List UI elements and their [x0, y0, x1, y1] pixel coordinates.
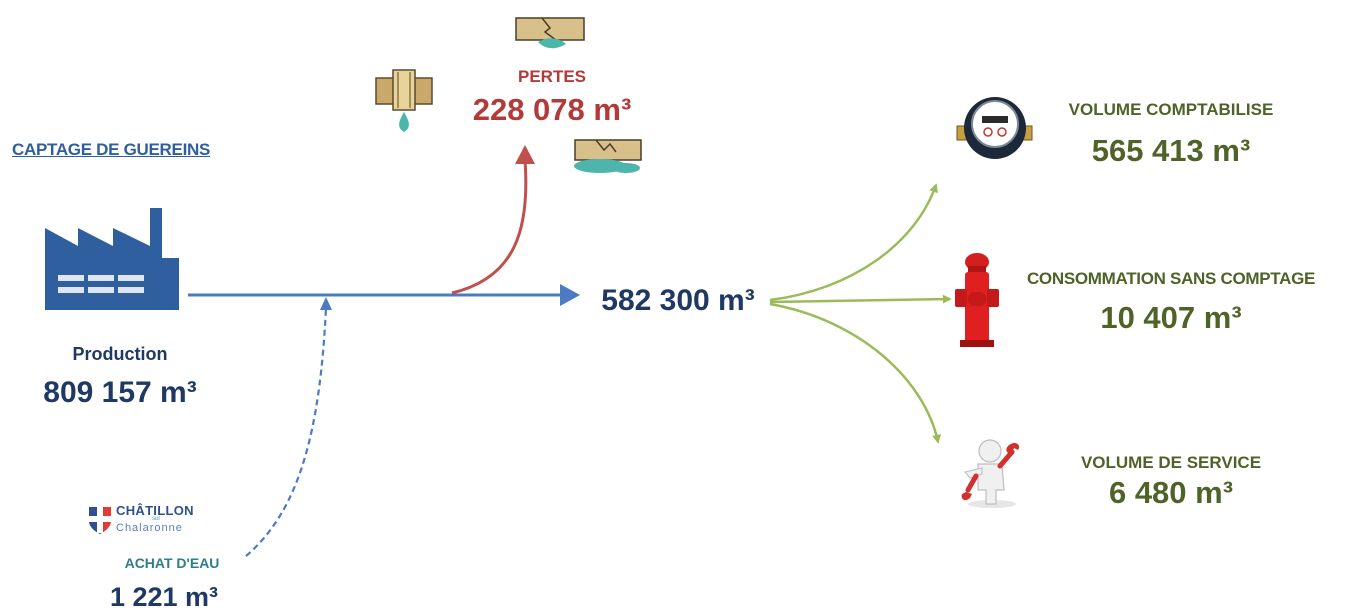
shield-icon — [89, 507, 111, 534]
production-label: Production — [72, 344, 168, 364]
metered-volume-label: VOLUME COMPTABILISE — [1068, 100, 1274, 119]
production-value: 809 157 m³ — [43, 376, 197, 409]
logo-name: CHÂTILLON — [116, 503, 194, 518]
unmetered-consumption-label: CONSOMMATION SANS COMPTAGE — [1026, 269, 1316, 288]
broken-pipe-icon — [515, 17, 585, 49]
water-meter-icon — [956, 97, 1033, 159]
purchase-flow-arrowhead — [320, 297, 332, 310]
service-volume-value: 6 480 m³ — [1108, 475, 1234, 510]
worker-wrench-icon — [961, 439, 1020, 508]
losses-label: PERTES — [517, 67, 587, 86]
output-flow-arrow-metered — [769, 183, 938, 302]
purchase-flow-arrow — [245, 307, 328, 557]
leaking-pipe-icon — [375, 69, 433, 132]
service-volume-label: VOLUME DE SERVICE — [1080, 453, 1262, 472]
loss-flow-arrowhead — [515, 145, 535, 164]
purchase-value: 1 221 m³ — [109, 582, 219, 612]
logo-connector: sur — [152, 516, 161, 522]
chatillon-logo: CHÂTILLON sur Chalaronne — [88, 503, 208, 539]
distributed-volume-value: 582 300 m³ — [601, 284, 755, 317]
logo-subname: Chalaronne — [116, 522, 183, 534]
output-flow-arrow-unmetered — [769, 294, 952, 304]
metered-volume-value: 565 413 m³ — [1091, 133, 1251, 168]
output-flow-arrow-service — [769, 302, 941, 444]
water-puddle-icon — [574, 139, 642, 173]
source-title: CAPTAGE DE GUEREINS — [12, 140, 211, 159]
fire-hydrant-icon — [955, 253, 999, 347]
unmetered-consumption-value: 10 407 m³ — [1100, 300, 1242, 335]
losses-value: 228 078 m³ — [472, 92, 632, 127]
loss-flow-arrow — [451, 159, 528, 295]
main-flow-arrowhead — [560, 284, 580, 306]
purchase-label: ACHAT D'EAU — [124, 555, 220, 571]
factory-icon — [45, 208, 179, 310]
